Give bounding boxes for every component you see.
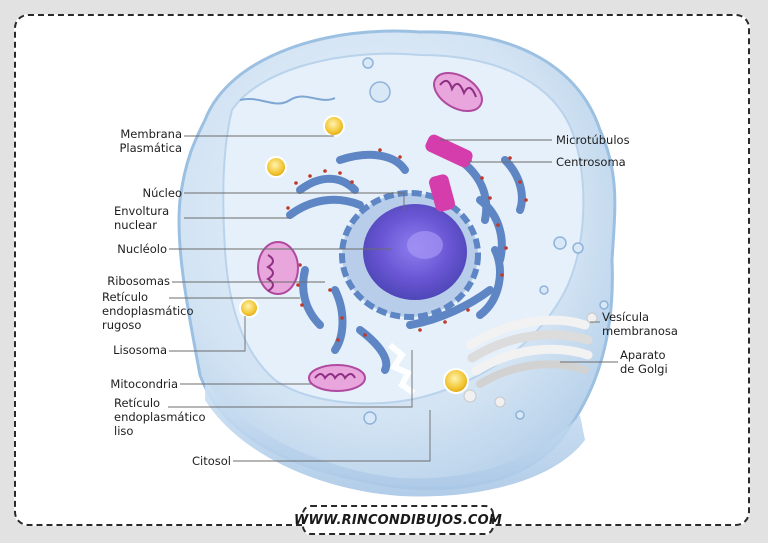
label-centrosoma: Centrosoma — [556, 155, 626, 169]
label-envoltura-nuclear: Envoltura nuclear — [114, 204, 170, 232]
watermark-footer: WWW.RINCONDIBUJOS.COM — [294, 505, 502, 535]
golgi-apparatus — [463, 312, 598, 408]
label-aparato-golgi: Aparato de Golgi — [620, 348, 668, 376]
ribosomes — [286, 148, 528, 342]
label-reticulo-rugoso: Retículo endoplasmático rugoso — [102, 290, 194, 332]
leader-lines — [168, 135, 618, 462]
cell-lower-wall — [205, 380, 585, 497]
label-membrana-plasmatica: Membrana Plasmática — [119, 127, 183, 155]
label-reticulo-liso: Retículo endoplasmático liso — [114, 396, 206, 438]
nucleus — [339, 190, 481, 320]
label-mitocondria: Mitocondria — [110, 377, 178, 391]
rough-er — [286, 150, 526, 374]
label-vesicula-membranosa: Vesícula membranosa — [602, 310, 678, 338]
label-nucleolo: Nucléolo — [117, 242, 167, 256]
label-ribosomas: Ribosomas — [107, 274, 170, 288]
centrosome — [425, 134, 473, 212]
vesicles — [362, 57, 609, 425]
mitochondria — [257, 72, 483, 392]
label-nucleo: Núcleo — [142, 186, 182, 200]
smooth-er — [388, 342, 416, 396]
lysosomes — [239, 115, 469, 394]
label-lisosoma: Lisosoma — [113, 343, 167, 357]
label-microtubulos: Microtúbulos — [556, 133, 630, 147]
label-citosol: Citosol — [192, 454, 231, 468]
